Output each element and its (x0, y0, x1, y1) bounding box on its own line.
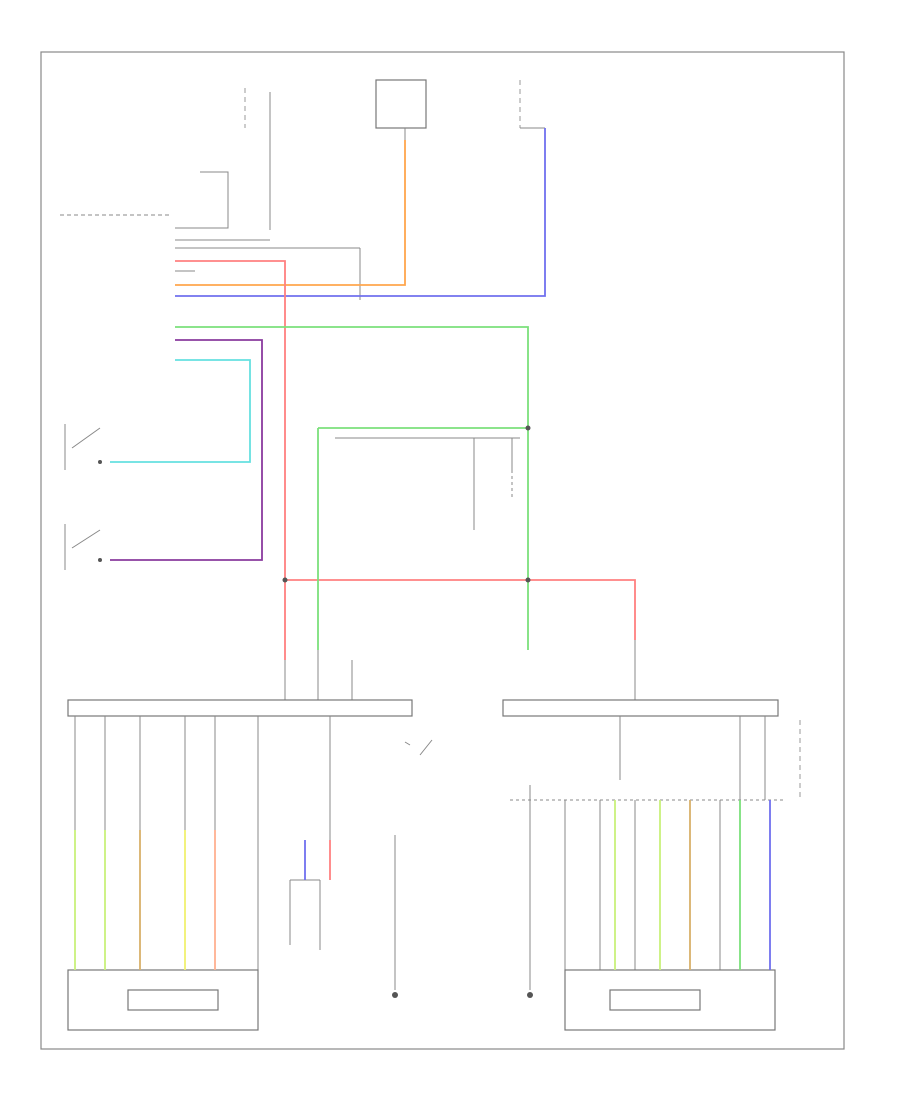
wire-orange (175, 140, 406, 286)
wire-purple (110, 339, 263, 561)
center-junction (335, 425, 531, 530)
top-fuse-box-right (519, 80, 545, 129)
body-control-connector (60, 171, 361, 300)
wire-cyan (110, 359, 251, 463)
wire-blue (175, 128, 546, 297)
wire-red-cross (285, 579, 636, 640)
right-window-module (502, 640, 801, 1031)
diagram-frame (40, 51, 845, 1050)
door-switch-rear-left (64, 424, 102, 470)
top-fuse-box-center (375, 79, 427, 140)
left-window-module (67, 650, 413, 1031)
top-fuse-box-left (244, 88, 271, 230)
ground-left (392, 835, 398, 998)
junction-dot (525, 577, 531, 583)
wire-red-main (175, 260, 286, 660)
wire-green-main (175, 326, 529, 650)
power-window-switch (404, 739, 433, 756)
door-switch-rear-right (64, 524, 102, 570)
junction-dot (282, 577, 288, 583)
